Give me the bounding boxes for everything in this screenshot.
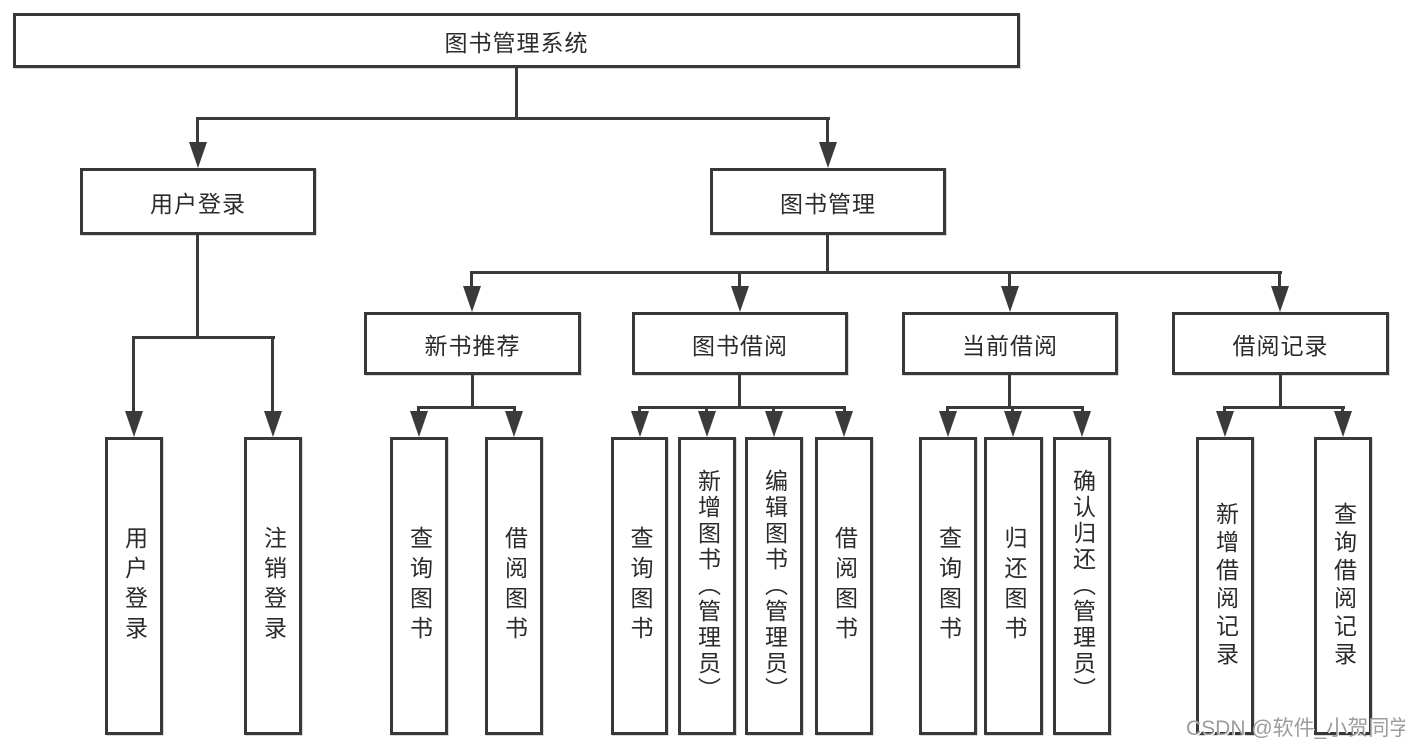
arrow-down-icon [125,411,143,437]
node-book-borrow: 图书借阅 [632,312,848,375]
flow-line [843,406,846,414]
node-book-management: 图书管理 [710,168,946,235]
arrow-down-icon [835,411,853,437]
flow-line [638,406,846,409]
flow-line [196,117,199,144]
arrow-down-icon [1001,286,1019,312]
leaf-borrow-query-books: 查询图书 [611,437,668,735]
flow-line [271,336,274,413]
flow-line [471,271,1282,274]
flow-line [738,375,741,408]
flow-line [470,271,473,290]
arrow-down-icon [463,286,481,312]
flow-line [471,375,474,408]
leaf-recommend-borrow-books: 借阅图书 [485,437,543,735]
arrow-down-icon [1004,411,1022,437]
arrow-down-icon [1073,411,1091,437]
flow-line [515,68,518,120]
leaf-borrow-books: 借阅图书 [815,437,873,735]
arrow-down-icon [1271,286,1289,312]
arrow-down-icon [698,411,716,437]
arrow-down-icon [765,411,783,437]
flow-line [132,336,275,339]
flow-line [1279,375,1282,408]
leaf-add-borrow-record: 新增借阅记录 [1196,437,1254,735]
arrow-down-icon [939,411,957,437]
flow-line [1278,271,1281,290]
flow-line [1011,406,1014,414]
flow-line [1008,375,1011,408]
leaf-user-login: 用户登录 [105,437,163,735]
flow-line [826,117,829,144]
leaf-recommend-query-books: 查询图书 [390,437,448,735]
arrow-down-icon [731,286,749,312]
flow-line [132,336,135,413]
arrow-down-icon [819,142,837,168]
flow-line [513,406,516,414]
node-borrow-records: 借阅记录 [1172,312,1389,375]
flow-line [1081,406,1084,414]
arrow-down-icon [189,142,207,168]
flow-line [826,235,829,274]
node-user-login: 用户登录 [80,168,316,235]
leaf-add-book-admin: 新增图书（管理员） [678,437,736,735]
flow-line [1341,406,1344,414]
leaf-confirm-return-admin: 确认归还（管理员） [1053,437,1111,735]
arrow-down-icon [1334,411,1352,437]
flow-line [772,406,775,414]
flow-line [705,406,708,414]
arrow-down-icon [410,411,428,437]
flow-line [946,406,1084,409]
leaf-edit-book-admin: 编辑图书（管理员） [745,437,803,735]
flow-line [1223,406,1345,409]
leaf-return-books: 归还图书 [984,437,1043,735]
leaf-current-query-books: 查询图书 [919,437,977,735]
flow-line [196,117,830,120]
node-new-book-recommend: 新书推荐 [364,312,581,375]
flow-line [417,406,516,409]
node-current-borrow: 当前借阅 [902,312,1118,375]
flow-line [1223,406,1226,414]
flow-line [1008,271,1011,290]
leaf-query-borrow-record: 查询借阅记录 [1314,437,1372,735]
csdn-watermark: CSDN @软件_小贺同学 [1186,717,1405,740]
node-root-library-system: 图书管理系统 [13,13,1020,68]
flow-line [738,271,741,290]
arrow-down-icon [1216,411,1234,437]
arrow-down-icon [505,411,523,437]
arrow-down-icon [631,411,649,437]
flow-line [638,406,641,414]
flow-line [196,235,199,338]
flow-line [946,406,949,414]
leaf-logout: 注销登录 [244,437,302,735]
flow-line [417,406,420,414]
arrow-down-icon [264,411,282,437]
